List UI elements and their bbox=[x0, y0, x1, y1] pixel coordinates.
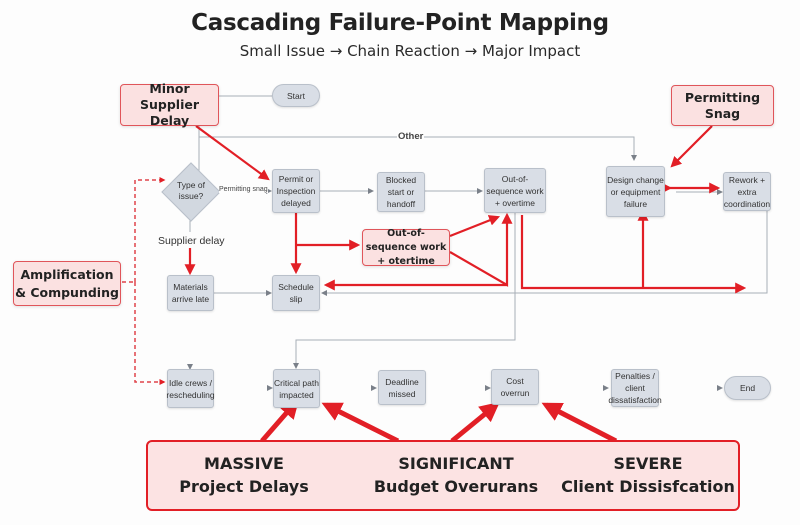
schedule-slip-label: Schedule slip bbox=[278, 282, 314, 304]
connector-other bbox=[198, 136, 637, 175]
schedule-slip-node[interactable]: Schedule slip bbox=[272, 275, 320, 311]
callout-amplification: Amplification & Compunding bbox=[13, 261, 121, 306]
callout-minor-supplier-label: Minor Supplier Delay bbox=[139, 81, 199, 128]
permit-delayed-label: Permit or Inspection delayed bbox=[276, 174, 316, 208]
page-subtitle: Small Issue → Chain Reaction → Major Imp… bbox=[239, 42, 581, 60]
impact-client-label: Client Dissisfcation bbox=[561, 477, 735, 496]
callout-permitting-snag-label: Permitting Snag bbox=[684, 89, 761, 121]
blocked-start-node[interactable]: Blocked start or handoff bbox=[377, 172, 425, 212]
connector-oos-down bbox=[293, 212, 516, 369]
edge-label-supplier: Supplier delay bbox=[158, 235, 225, 247]
callout-out-of-sequence: Out-of-sequence work + otertime bbox=[362, 227, 450, 267]
arrow-minor-supplier bbox=[195, 125, 270, 181]
impact-budget-level: SIGNIFICANT bbox=[398, 454, 514, 473]
impact-arrow-client bbox=[541, 402, 618, 444]
arrow-oos-right bbox=[520, 215, 747, 294]
deadline-missed-label: Deadline missed bbox=[385, 376, 419, 399]
start-node[interactable]: Start bbox=[272, 84, 320, 107]
impact-client-level: SEVERE bbox=[613, 454, 683, 473]
decision-label: Type of issue? bbox=[177, 180, 205, 201]
connector-return bbox=[321, 290, 768, 296]
out-of-sequence-node[interactable]: Out-of-sequence work + overtime bbox=[484, 168, 546, 213]
materials-late-label: Materials arrive late bbox=[171, 282, 210, 304]
critical-path-node[interactable]: Critical path impacted bbox=[273, 369, 320, 408]
end-label: End bbox=[739, 383, 756, 393]
impact-budget-label: Budget Overurans bbox=[373, 477, 539, 496]
cost-overrun-node[interactable]: Cost overrun bbox=[491, 369, 539, 405]
start-label: Start bbox=[287, 90, 305, 101]
impact-delays: MASSIVE Project Delays bbox=[160, 452, 328, 498]
penalties-node[interactable]: Penalties / client dissatisfaction bbox=[608, 369, 662, 407]
blocked-start-label: Blocked start or handoff bbox=[385, 175, 417, 209]
rework-node[interactable]: Rework + extra coordination bbox=[723, 172, 771, 211]
rework-label: Rework + extra coordination bbox=[723, 174, 771, 209]
cost-overrun-label: Cost overrun bbox=[500, 376, 530, 398]
callout-minor-supplier-delay: Minor Supplier Delay bbox=[120, 81, 219, 128]
dashed-to-decision bbox=[134, 177, 166, 282]
page-title: Cascading Failure-Point Mapping bbox=[191, 10, 609, 36]
edge-label-other: Other bbox=[397, 131, 425, 142]
out-of-sequence-label: Out-of-sequence work + overtime bbox=[486, 173, 544, 208]
design-change-node[interactable]: Design change or equipment failure bbox=[606, 166, 665, 217]
impact-summary-box: MASSIVE Project Delays SIGNIFICANT Budge… bbox=[146, 440, 740, 511]
design-change-label: Design change or equipment failure bbox=[607, 174, 664, 209]
impact-arrow-budget-cost bbox=[450, 401, 500, 443]
permit-delayed-node[interactable]: Permit or Inspection delayed bbox=[272, 169, 320, 213]
impact-arrow-budget-critical bbox=[321, 402, 400, 444]
impact-client: SEVERE Client Dissisfcation bbox=[558, 452, 738, 498]
dashed-to-idle bbox=[134, 282, 166, 385]
materials-late-node[interactable]: Materials arrive late bbox=[167, 275, 214, 311]
critical-path-label: Critical path impacted bbox=[274, 377, 319, 400]
arrow-callout-oos-up bbox=[449, 215, 501, 238]
deadline-missed-node[interactable]: Deadline missed bbox=[378, 370, 426, 405]
idle-crews-node[interactable]: Idle crews / rescheduling bbox=[166, 369, 215, 408]
idle-crews-label: Idle crews / rescheduling bbox=[166, 377, 215, 400]
callout-out-of-sequence-label: Out-of-sequence work + otertime bbox=[365, 227, 447, 267]
penalties-label: Penalties / client dissatisfaction bbox=[608, 371, 662, 405]
callout-permitting-snag: Permitting Snag bbox=[671, 85, 774, 126]
edge-label-permitting: Permitting snag bbox=[219, 186, 268, 193]
impact-delays-label: Project Delays bbox=[179, 477, 309, 496]
arrow-permitting-snag bbox=[670, 125, 713, 168]
impact-arrow-delays bbox=[260, 398, 300, 443]
callout-amplification-label: Amplification & Compunding bbox=[15, 266, 119, 300]
impact-delays-level: MASSIVE bbox=[204, 454, 284, 473]
end-node[interactable]: End bbox=[724, 376, 771, 400]
impact-budget: SIGNIFICANT Budget Overurans bbox=[358, 452, 554, 498]
